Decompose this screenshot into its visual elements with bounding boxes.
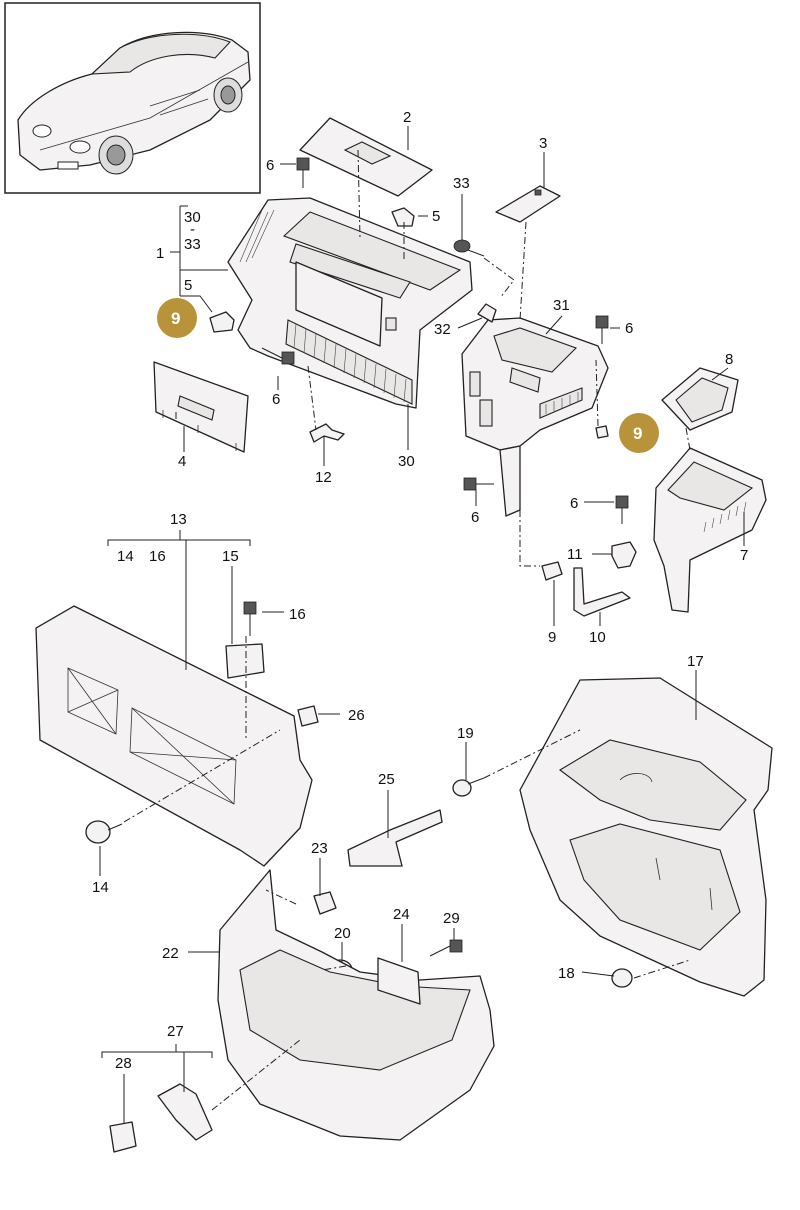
- callout-5: 5: [432, 208, 440, 225]
- car-icon: [17, 31, 251, 175]
- callout-3: 3: [539, 135, 547, 152]
- callout-18: 18: [558, 965, 575, 982]
- part-9-clip-upper: [595, 425, 609, 439]
- leader-lines: [99, 126, 745, 1124]
- callout-7: 7: [740, 547, 748, 564]
- callout-1: 1: [156, 245, 164, 262]
- callout-6: 6: [266, 157, 274, 174]
- callout-15: 15: [222, 548, 239, 565]
- screw-23: [313, 891, 337, 915]
- callout-6: 6: [625, 320, 633, 337]
- callout-4: 4: [178, 453, 186, 470]
- part-10-bracket: [573, 567, 631, 617]
- part-9-block: [209, 311, 235, 333]
- part-31-console-block: [461, 317, 609, 517]
- callout-9: 9: [548, 629, 556, 646]
- part-9-clip: [541, 561, 563, 581]
- screw-6b: [261, 347, 295, 365]
- part-30-console: [227, 197, 473, 409]
- callout-30: 30: [184, 209, 201, 226]
- part-25-strap: [347, 809, 443, 867]
- screw-33: [453, 239, 485, 257]
- callout-26: 26: [348, 707, 365, 724]
- callout-22: 22: [162, 945, 179, 962]
- vent-grille: [285, 319, 413, 405]
- part-26-clip: [297, 705, 319, 727]
- part-5-clip: [391, 207, 415, 227]
- screw-6d: [463, 477, 494, 491]
- callout-29: 29: [443, 910, 460, 927]
- callout-16: 16: [149, 548, 166, 565]
- part-27-latch: [109, 1083, 213, 1153]
- part-4-panel: [153, 361, 249, 453]
- part-19-plug: [452, 777, 485, 797]
- callout-23: 23: [311, 840, 328, 857]
- part-12-clip: [309, 423, 345, 443]
- callout-33: 33: [184, 236, 201, 253]
- callout-25: 25: [378, 771, 395, 788]
- badge-9-right[interactable]: 9: [619, 413, 659, 453]
- badge-label: 9: [171, 309, 180, 328]
- screws: [243, 157, 629, 957]
- callout-16: 16: [289, 606, 306, 623]
- part-14-knob: [85, 820, 123, 844]
- part-15-bracket: [225, 643, 265, 679]
- car-inset: [4, 2, 261, 194]
- callout-31: 31: [553, 297, 570, 314]
- screw-6c: [595, 315, 609, 344]
- badge-9-left[interactable]: 9: [157, 298, 197, 338]
- part-24-latch: [377, 957, 421, 1005]
- callout-6: 6: [272, 391, 280, 408]
- callout-33: 33: [453, 175, 470, 192]
- callout-24: 24: [393, 906, 410, 923]
- part-17-liner: [519, 677, 773, 997]
- callout-20: 20: [334, 925, 351, 942]
- callout-5: 5: [184, 277, 192, 294]
- callout-11: 11: [567, 546, 583, 563]
- callout-28: 28: [115, 1055, 132, 1072]
- part-8-lid: [661, 367, 739, 431]
- callout-30: 30: [398, 453, 415, 470]
- callouts: 2 3 33 6 5 30 - 33 1 5 32 31 6 8 6 4 12 …: [92, 109, 748, 1072]
- callout-13: 13: [170, 511, 187, 528]
- callout-dash: -: [190, 221, 195, 238]
- callout-32: 32: [434, 321, 451, 338]
- screw-16: [243, 601, 257, 636]
- badges: 9 9: [157, 298, 659, 453]
- callout-10: 10: [589, 629, 606, 646]
- badge-label: 9: [633, 424, 642, 443]
- callout-19: 19: [457, 725, 474, 742]
- callout-6: 6: [471, 509, 479, 526]
- callout-17: 17: [687, 653, 704, 670]
- callout-8: 8: [725, 351, 733, 368]
- callout-14: 14: [117, 548, 134, 565]
- screw-6e: [615, 495, 629, 524]
- callout-12: 12: [315, 469, 332, 486]
- part-11-clip: [611, 541, 637, 569]
- part-18-plug: [611, 968, 633, 988]
- badge-circle: [619, 413, 659, 453]
- part-3-cover: [495, 185, 561, 223]
- part-32-clip: [477, 303, 497, 323]
- callout-6: 6: [570, 495, 578, 512]
- screw-29: [429, 939, 463, 957]
- callout-2: 2: [403, 109, 411, 126]
- badge-circle: [157, 298, 197, 338]
- callout-14: 14: [92, 879, 109, 896]
- part-2-lid: [299, 117, 433, 197]
- part-22-liner: [217, 869, 495, 1141]
- part-13-side-panel: [35, 605, 319, 867]
- callout-27: 27: [167, 1023, 184, 1040]
- clip-parts: [209, 207, 637, 581]
- assembly-lines: [123, 149, 691, 1111]
- part-28-clip: [109, 1121, 137, 1153]
- part-7-box: [653, 447, 767, 613]
- screw-6a: [296, 157, 310, 188]
